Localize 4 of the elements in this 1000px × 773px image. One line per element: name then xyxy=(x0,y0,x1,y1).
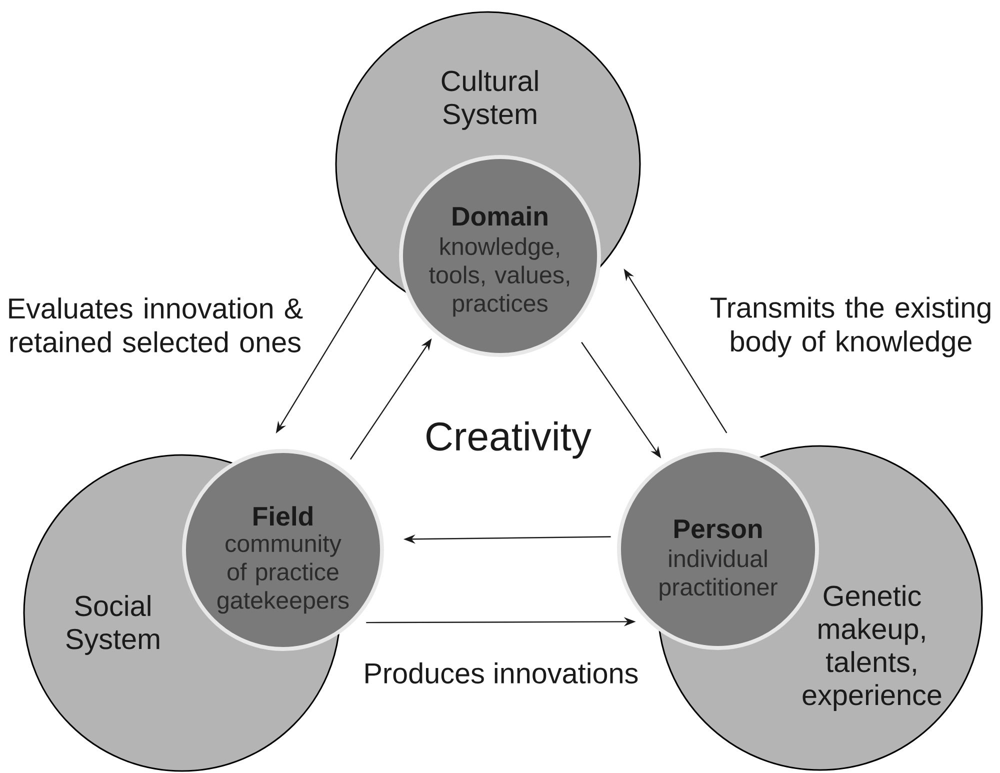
annotation-text: Evaluates innovation & retained selected ones xyxy=(9,298,303,352)
center-label: Creativity xyxy=(426,421,592,459)
annotation-text: Produces innovations xyxy=(366,662,638,684)
annotation-text: Transmits the existing body of knowledge xyxy=(710,296,990,358)
